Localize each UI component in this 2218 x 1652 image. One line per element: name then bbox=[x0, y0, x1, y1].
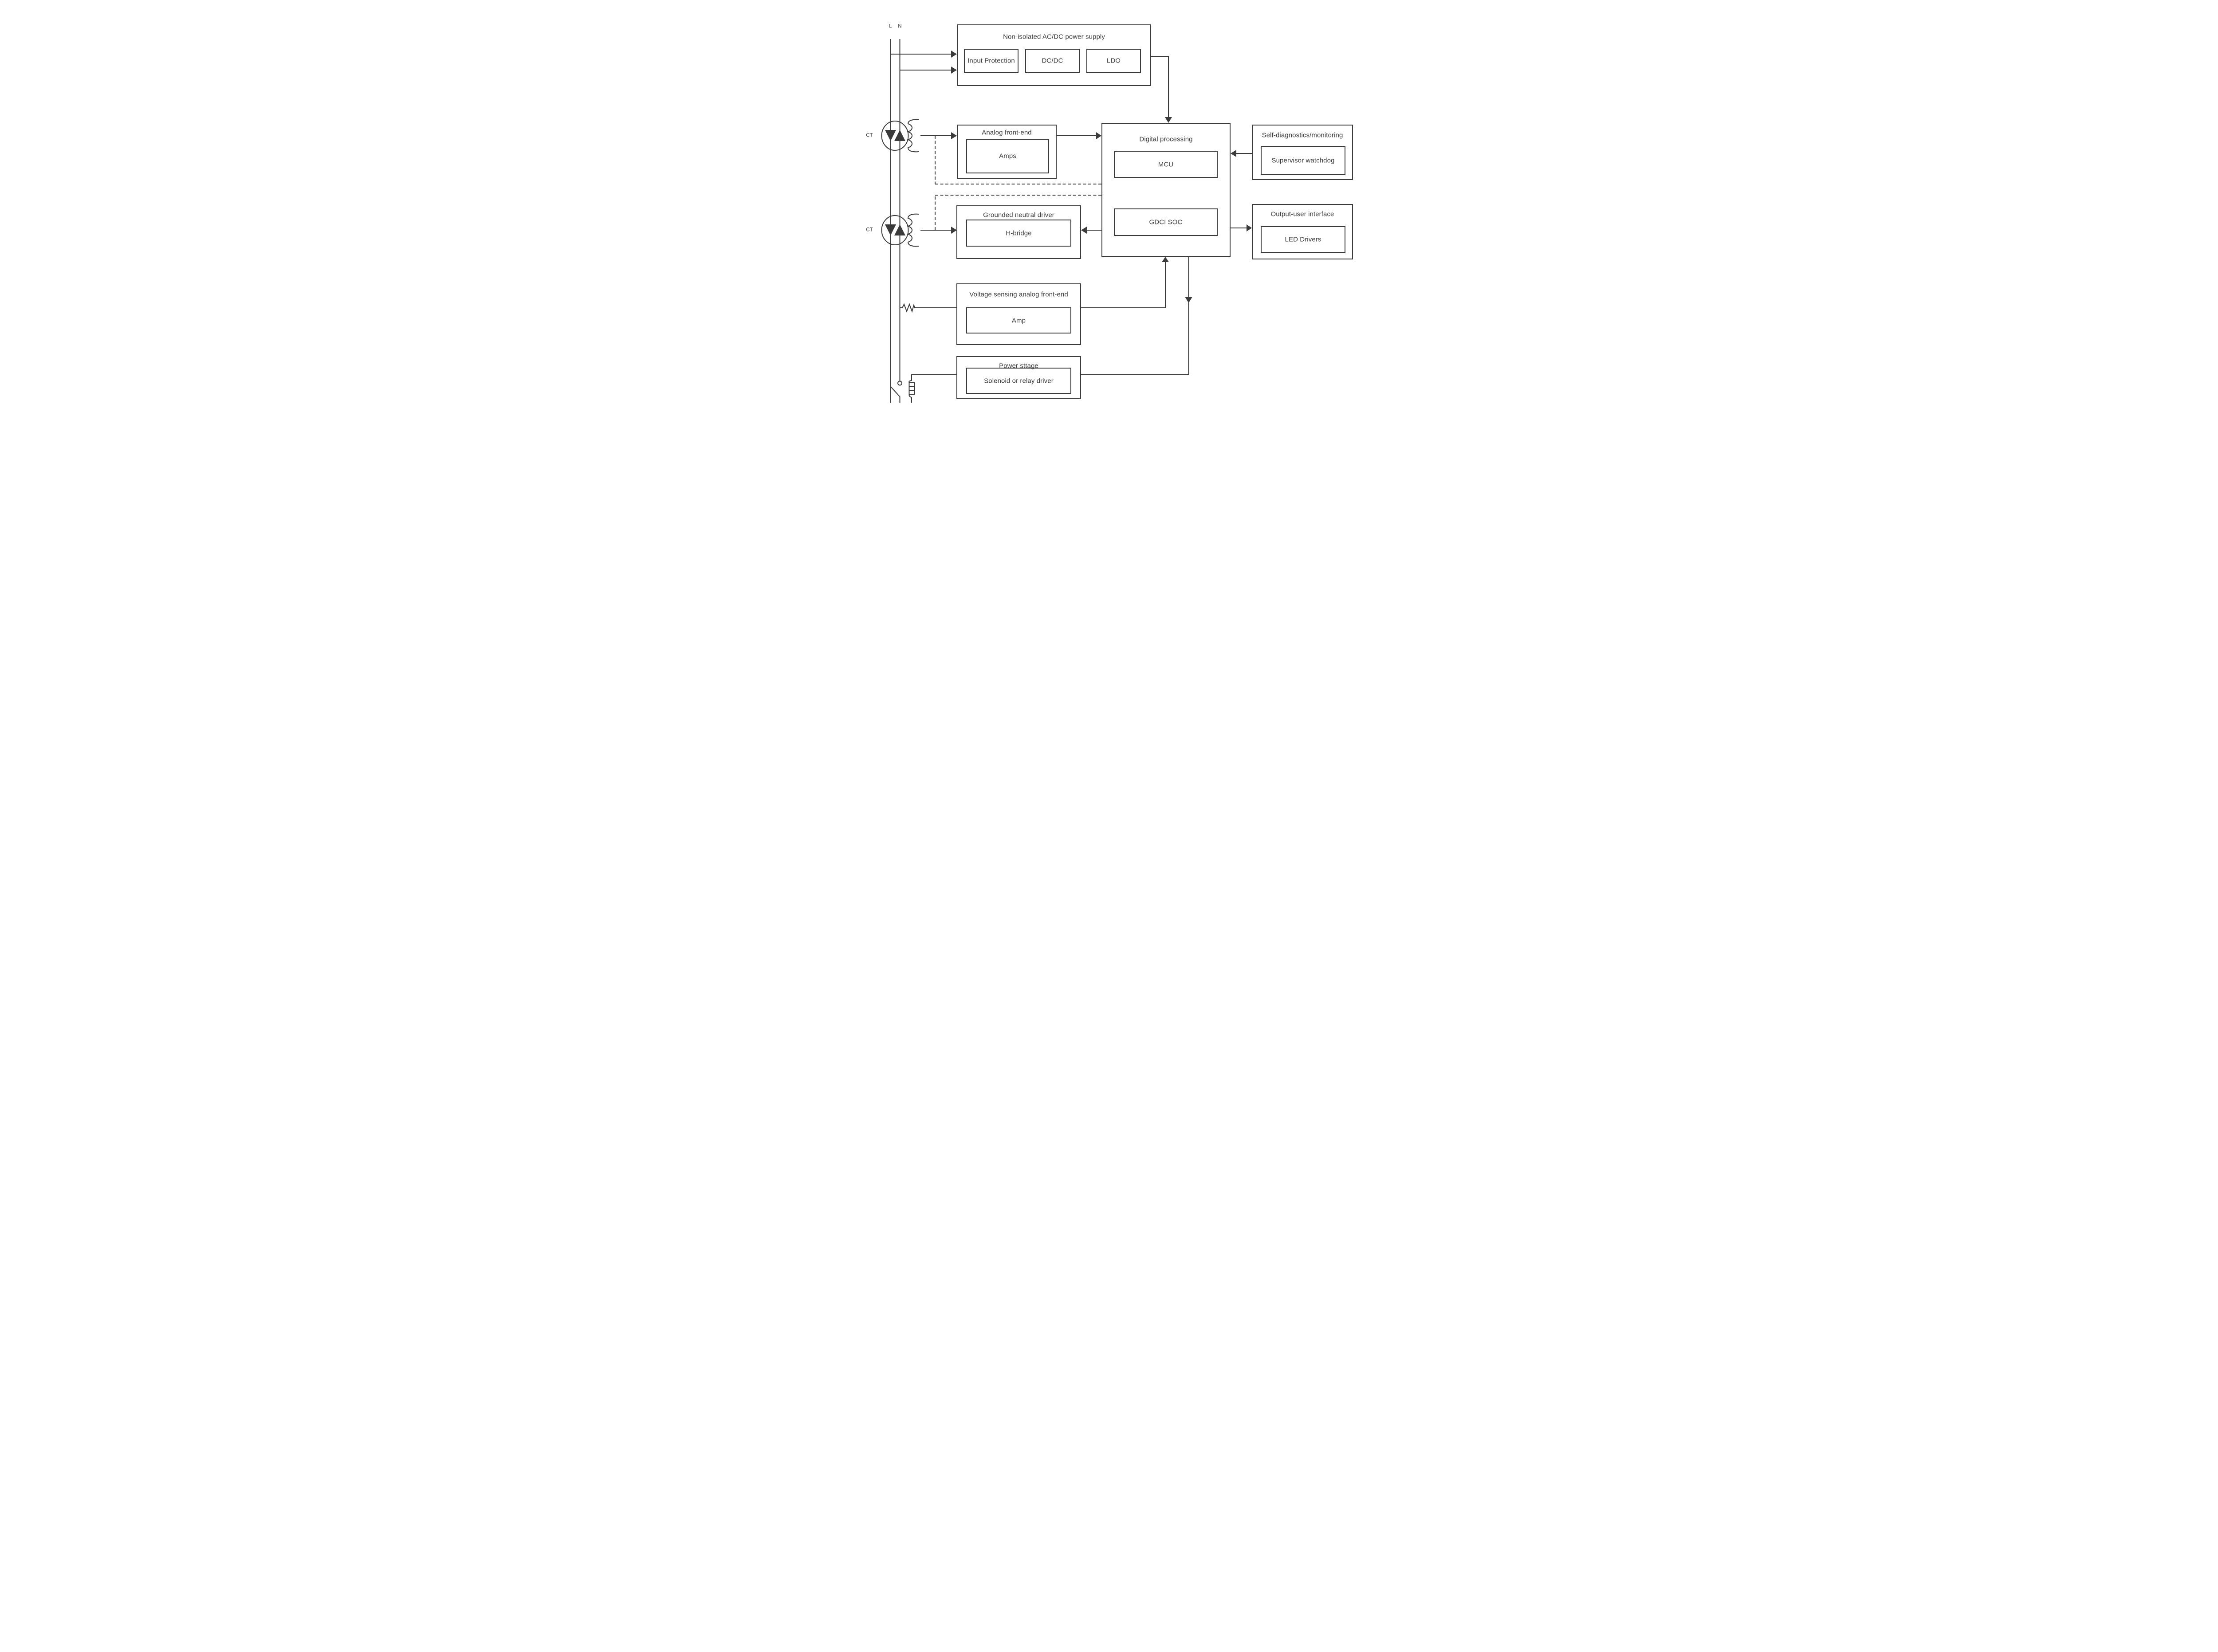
psu-to-dp-line bbox=[1151, 56, 1169, 117]
grounded-neutral-driver-box bbox=[956, 205, 1081, 259]
ct-top-down-triangle bbox=[885, 130, 896, 141]
ct-bottom-up-triangle bbox=[894, 224, 905, 235]
line-n-label: N bbox=[898, 24, 902, 29]
self-diagnostics-title: Self-diagnostics/monitoring bbox=[1262, 131, 1343, 139]
ct-top-arrowhead bbox=[951, 132, 957, 139]
amp-label: Amp bbox=[1011, 317, 1026, 324]
l-to-psu-arrowhead bbox=[951, 51, 957, 58]
digital-processing-title: Digital processing bbox=[1139, 135, 1193, 143]
power-supply-box bbox=[957, 24, 1151, 86]
supervisor-watchdog-box bbox=[1261, 146, 1345, 175]
solenoid-symbol bbox=[908, 380, 915, 403]
dp-to-hbridge-arrowhead bbox=[1081, 227, 1087, 234]
dcdc-box bbox=[1025, 49, 1080, 73]
h-bridge-box bbox=[966, 220, 1071, 247]
led-drivers-box bbox=[1261, 226, 1345, 253]
ct-top-symbol bbox=[881, 119, 919, 153]
voltage-sensing-box bbox=[956, 283, 1081, 345]
resistor-symbol bbox=[902, 303, 915, 313]
vs-to-dp-arrowhead bbox=[1162, 257, 1169, 262]
solenoid-driver-label: Solenoid or relay driver bbox=[984, 377, 1054, 385]
line-l-label: L bbox=[889, 24, 892, 29]
block-diagram: L N CT CT Non-isolated AC/DC power suppl… bbox=[832, 0, 1386, 413]
ct-top-winding bbox=[906, 119, 919, 153]
mcu-label: MCU bbox=[1158, 161, 1174, 168]
n-to-psu-arrowhead bbox=[951, 67, 957, 74]
ct-top-label: CT bbox=[866, 133, 873, 138]
dp-to-powerstage-line bbox=[1081, 257, 1189, 375]
amps-box bbox=[966, 139, 1049, 173]
self-diagnostics-box bbox=[1252, 125, 1353, 180]
gdci-soc-label: GDCI SOC bbox=[1149, 218, 1183, 226]
ct-bottom-arrowhead bbox=[951, 227, 957, 234]
h-bridge-label: H-bridge bbox=[1006, 229, 1032, 237]
input-protection-label: Input Protection bbox=[967, 57, 1015, 65]
ldo-box bbox=[1086, 49, 1141, 73]
ct-bottom-down-triangle bbox=[885, 224, 896, 235]
input-protection-box bbox=[964, 49, 1019, 73]
solenoid-driver-box bbox=[966, 368, 1071, 394]
powerstage-to-solenoid-line bbox=[911, 374, 956, 381]
gdci-soc-box bbox=[1114, 208, 1218, 236]
power-stage-box bbox=[956, 356, 1081, 399]
amps-label: Amps bbox=[999, 152, 1016, 160]
mcu-box bbox=[1114, 151, 1218, 178]
ct-bottom-dashed-link bbox=[935, 195, 1101, 230]
analog-front-end-title: Analog front-end bbox=[982, 129, 1032, 137]
afe-to-dp-arrowhead bbox=[1096, 132, 1101, 139]
digital-processing-box bbox=[1101, 123, 1231, 257]
selfdiag-to-dp-arrowhead bbox=[1231, 150, 1236, 157]
amp-box bbox=[966, 307, 1071, 334]
voltage-sensing-title: Voltage sensing analog front-end bbox=[969, 290, 1068, 298]
power-stage-title: Power sttage bbox=[999, 362, 1038, 370]
ct-bottom-winding bbox=[906, 213, 919, 247]
ct-top-dashed-link bbox=[935, 136, 1101, 184]
led-drivers-label: LED Drivers bbox=[1285, 235, 1321, 243]
ldo-label: LDO bbox=[1106, 57, 1121, 65]
vs-to-dp-line bbox=[1081, 262, 1166, 308]
analog-front-end-box bbox=[957, 125, 1057, 179]
power-supply-title: Non-isolated AC/DC power supply bbox=[1003, 33, 1105, 41]
diagram-connectors bbox=[881, 39, 1252, 403]
grounded-neutral-driver-title: Grounded neutral driver bbox=[983, 211, 1054, 219]
output-user-interface-title: Output-user interface bbox=[1270, 210, 1334, 218]
psu-to-dp-arrowhead bbox=[1165, 117, 1172, 123]
switch-symbol bbox=[890, 381, 902, 403]
supervisor-watchdog-label: Supervisor watchdog bbox=[1271, 157, 1335, 164]
ct-bottom-label: CT bbox=[866, 227, 873, 233]
dp-to-powerstage-arrowhead bbox=[1185, 297, 1192, 303]
ct-bottom-symbol bbox=[881, 213, 919, 247]
dcdc-label: DC/DC bbox=[1042, 57, 1063, 65]
ct-top-up-triangle bbox=[894, 130, 905, 141]
dp-to-output-arrowhead bbox=[1247, 224, 1252, 232]
output-user-interface-box bbox=[1252, 204, 1353, 259]
